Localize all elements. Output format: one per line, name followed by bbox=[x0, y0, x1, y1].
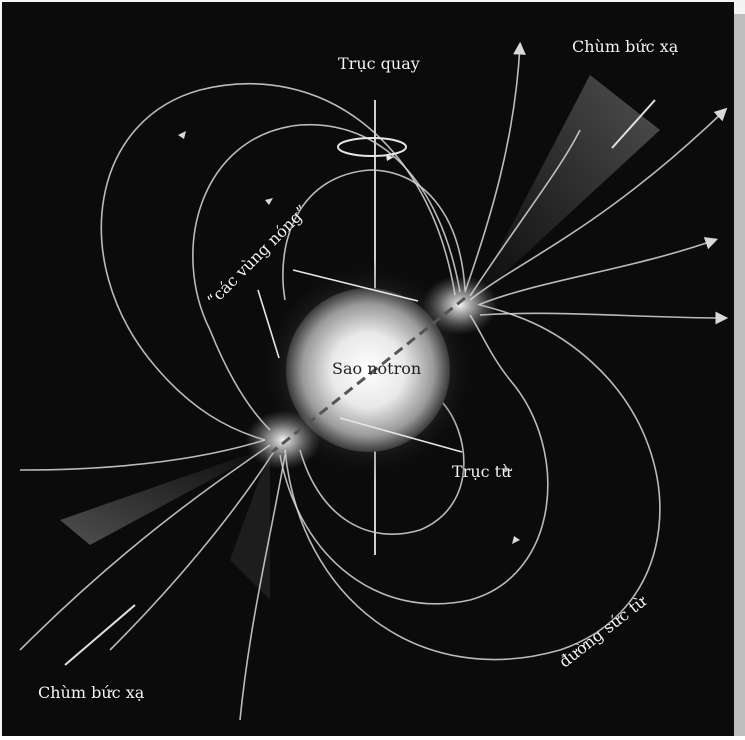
field-arrow bbox=[512, 536, 520, 544]
field-line bbox=[100, 82, 456, 441]
hot-spot-bottom bbox=[245, 410, 321, 470]
beam-shadow bbox=[230, 450, 270, 600]
rotation-axis-label: Trục quay bbox=[338, 54, 420, 73]
magnetic-field-lines bbox=[19, 41, 729, 721]
field-line bbox=[299, 399, 465, 535]
neutron-star bbox=[286, 288, 450, 452]
field-line bbox=[469, 107, 728, 301]
rotation-arrow-head bbox=[386, 155, 394, 161]
radiation-beam-bottom bbox=[60, 445, 275, 545]
field-line bbox=[469, 129, 581, 297]
field-line bbox=[464, 41, 526, 293]
field-line bbox=[282, 169, 466, 301]
field-line bbox=[19, 439, 266, 471]
field-line bbox=[19, 444, 271, 651]
field-line bbox=[239, 454, 286, 721]
beam-arrow-top bbox=[611, 99, 656, 149]
field-line bbox=[109, 449, 276, 651]
radiation-beam-top bbox=[470, 75, 660, 305]
field-line bbox=[477, 237, 719, 306]
radiation-beam-bottom-label: Chùm bức xạ bbox=[38, 683, 145, 702]
field-line bbox=[279, 314, 549, 605]
radiation-beam-top-label: Chùm bức xạ bbox=[572, 37, 679, 56]
leader-hot-spot-top bbox=[292, 269, 419, 302]
neutron-star-label: Sao notron bbox=[332, 359, 422, 378]
field-direction-arrows bbox=[178, 131, 520, 544]
field-arrow bbox=[265, 198, 273, 205]
field-arrow bbox=[178, 131, 186, 139]
field-line bbox=[284, 304, 661, 661]
rotation-arrow-ring bbox=[337, 137, 407, 157]
beam-arrow-bottom bbox=[64, 604, 136, 666]
panel-side-shade bbox=[734, 14, 745, 736]
leader-magnetic-axis bbox=[339, 417, 463, 453]
leader-lines bbox=[257, 269, 463, 453]
field-line bbox=[192, 123, 461, 431]
field-line bbox=[479, 311, 729, 325]
leader-hot-spot-bottom bbox=[257, 289, 280, 359]
hot-spot-top bbox=[422, 275, 498, 335]
field-arrow bbox=[503, 466, 510, 473]
magnetic-axis-label: Trục từ bbox=[452, 462, 512, 481]
magnetic-axis-line bbox=[271, 296, 466, 454]
